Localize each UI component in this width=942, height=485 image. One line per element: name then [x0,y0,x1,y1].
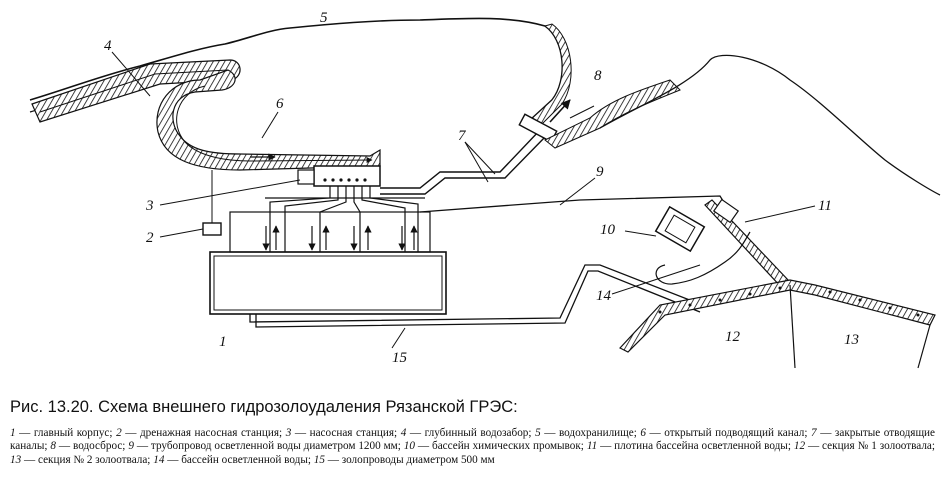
legend-item-text: — водосброс; [56,440,129,453]
callout-10: 10 [600,222,616,238]
callout-6: 6 [276,96,284,112]
legend-item: 13 — секция № 2 золоотвала; [10,454,153,466]
callout-15: 15 [392,350,408,366]
ash-pipeline-b [255,270,701,328]
legend-item-text: — секция № 2 золоотвала; [21,453,154,466]
drainage-pump-station [202,222,222,236]
legend-item-number: 6 [640,427,646,439]
legend-item-text: — бассейн химических промывок; [414,440,587,453]
callout-14: 14 [596,288,612,304]
legend-item-number: 15 [313,453,325,466]
legend-item-text: — водохранилище; [540,427,641,439]
figure-legend: 1 — главный корпус; 2 — дренажная насосн… [10,427,935,467]
legend-item: 9 — трубопровод осветленной воды диаметр… [128,440,403,452]
legend-item-number: 2 [116,427,122,439]
spillway-arrow [549,99,571,123]
legend-item: 7 — закрытые отводящие каналы; [10,427,935,452]
legend-item: 2 — дренажная насосная станция; [116,427,286,439]
callout-3: 3 [145,198,154,214]
hydro-ash-removal-diagram: 1 2 3 4 5 6 7 8 9 10 11 12 13 14 15 [29,10,941,369]
legend-item-text: — дренажная насосная станция; [121,427,286,439]
legend-item: 8 — водосброс; [50,440,128,452]
callout-1: 1 [219,334,227,350]
callout-4: 4 [104,38,112,54]
intake-channel-line [39,69,229,113]
callout-12: 12 [725,329,741,345]
legend-item-number: 5 [535,427,541,439]
legend-item-text: — главный корпус; [15,427,117,439]
legend-item-number: 13 [10,453,22,466]
legend-item-number: 7 [811,427,817,439]
ash-pipeline-a [249,264,706,323]
callout-8: 8 [594,68,602,84]
section-1-outline [789,284,796,369]
legend-item-text: — закрытые отводящие каналы; [10,427,936,453]
callout-9: 9 [596,164,604,180]
turbine-hall [229,211,431,253]
legend-item-number: 1 [10,427,16,439]
callout-7: 7 [458,128,467,144]
callout-2: 2 [146,230,154,246]
clarified-water-basin [655,231,751,285]
open-supply-canal [156,69,381,171]
leader-lines [111,51,816,349]
callout-13: 13 [844,332,859,348]
pumping-station [313,165,381,187]
reservoir-shoreline [29,17,564,123]
legend-item: 3 — насосная станция; [286,427,401,439]
legend-item-text: — насосная станция; [291,427,401,439]
pumping-station-annex [297,169,315,185]
legend-item: 5 — водохранилище; [535,427,640,439]
legend-item-text: — открытый подводящий канал; [645,427,812,439]
pump-dots [323,178,367,182]
legend-item-text: — секция № 1 золоотвала; [805,440,935,453]
clarified-water-pipeline [419,195,731,213]
dam-box [712,198,740,224]
chemical-washing-basin [654,205,706,253]
main-building [209,251,447,315]
figure-caption-title: Рис. 13.20. Схема внешнего гидрозолоудал… [10,398,518,416]
legend-item: 4 — глубинный водозабор; [401,427,535,439]
legend-item: 1 — главный корпус; [10,427,116,439]
legend-item: 10 — бассейн химических промывок; [404,440,587,452]
shore-hatching-east [527,23,572,129]
legend-item: 14 — бассейн осветленной воды; [153,454,314,466]
canal-flow-line [176,85,373,164]
legend-item-text: — трубопровод осветленной воды диаметром… [133,440,404,453]
flow-arrows [262,225,418,251]
legend-item: 11 — плотина бассейна осветленной воды; [587,440,794,452]
legend-item-number: 8 [50,440,56,453]
legend-item-text: — бассейн осветленной воды; [164,453,314,466]
terrain-outline [599,54,941,196]
legend-item-number: 3 [285,427,292,439]
legend-item-number: 4 [400,427,407,439]
legend-item-number: 14 [153,453,165,466]
legend-item-number: 11 [586,440,598,453]
main-building-inner [213,255,443,311]
legend-item: 6 — открытый подводящий канал; [640,427,811,439]
legend-item-text: — золопроводы диаметром 500 мм [324,453,495,466]
callout-5: 5 [320,10,328,26]
callout-11: 11 [818,198,832,214]
cooling-pipes [265,186,425,252]
legend-item: 12 — секция № 1 золоотвала; [794,440,935,452]
dam-dots [658,286,920,317]
legend-item-text: — глубинный водозабор; [406,427,536,439]
section-2-outline [917,324,931,369]
closed-discharge-channel-a [380,129,541,189]
chemical-washing-basin-inner [664,214,696,244]
legend-item-number: 10 [403,440,415,453]
legend-item: 15 — золопроводы диаметром 500 мм [314,454,495,466]
closed-discharge-channel-b [380,135,547,195]
legend-item-text: — плотина бассейна осветленной воды; [597,440,794,453]
legend-item-number: 9 [128,440,134,453]
legend-item-number: 12 [793,440,806,453]
